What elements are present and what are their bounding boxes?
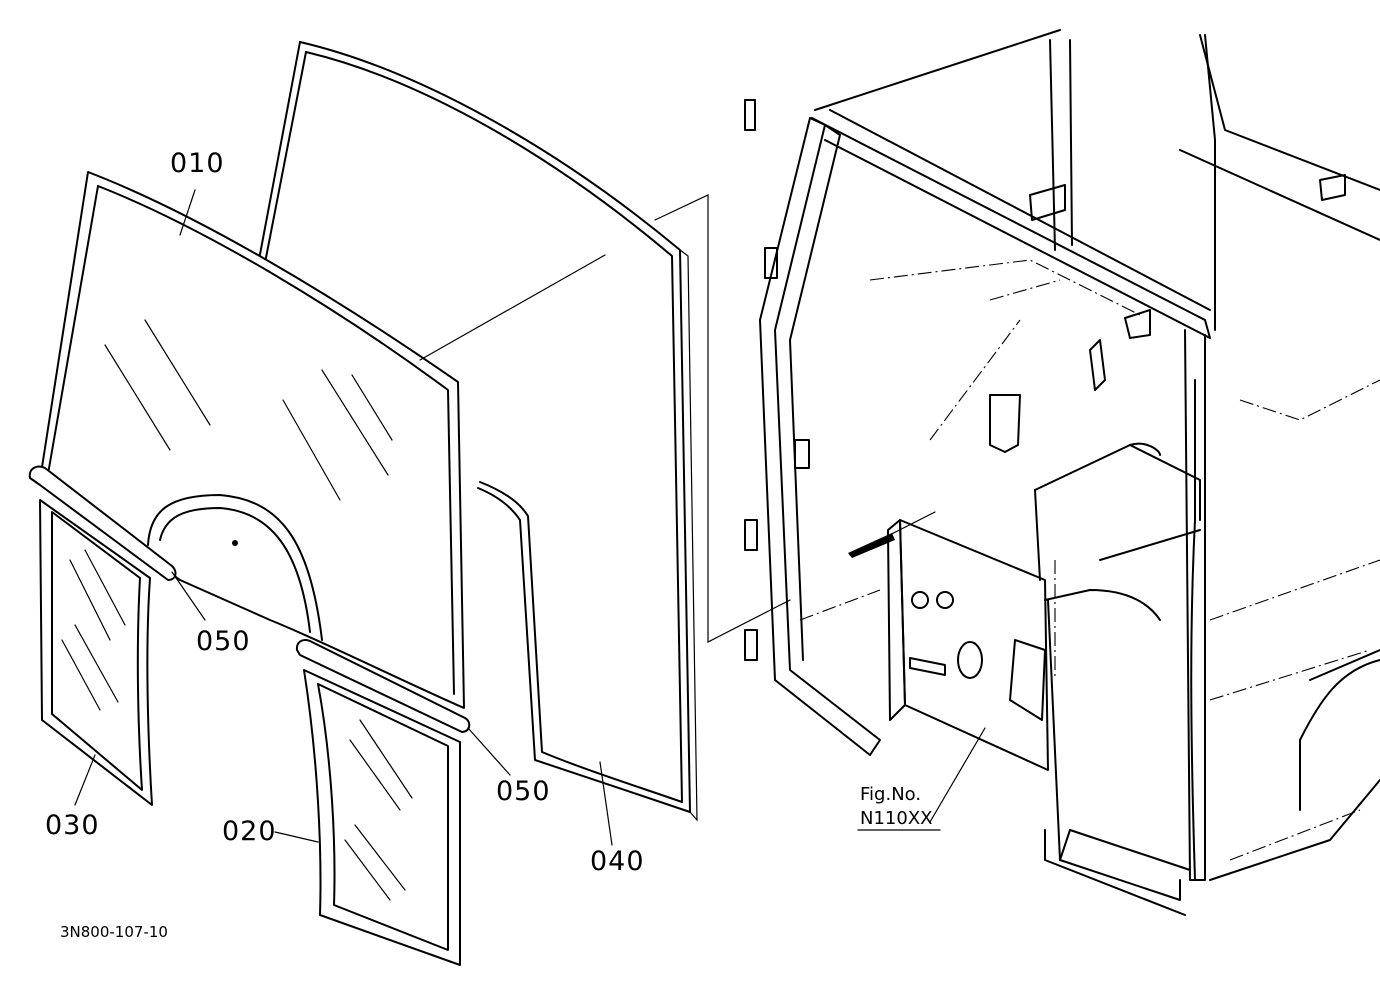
- callout-010: 010: [170, 148, 225, 179]
- callout-020: 020: [222, 816, 277, 847]
- callout-030: 030: [45, 810, 100, 841]
- callout-050-right: 050: [496, 776, 551, 807]
- callout-040: 040: [590, 846, 645, 877]
- windscreen-010-illustration: [39, 171, 465, 709]
- fig-ref-label: Fig.No.: [860, 784, 921, 805]
- cab-frame-illustration: [744, 29, 1380, 916]
- panel-030-illustration: [28, 465, 177, 806]
- fig-ref-number: N110XX: [860, 808, 932, 829]
- assembly-guide-lines: [419, 194, 936, 643]
- seal-040-illustration: [257, 41, 698, 822]
- leader-lines: [74, 189, 986, 846]
- callout-050-left: 050: [196, 626, 251, 657]
- drawing-code: 3N800-107-10: [60, 923, 168, 941]
- panel-020-illustration: [295, 639, 471, 966]
